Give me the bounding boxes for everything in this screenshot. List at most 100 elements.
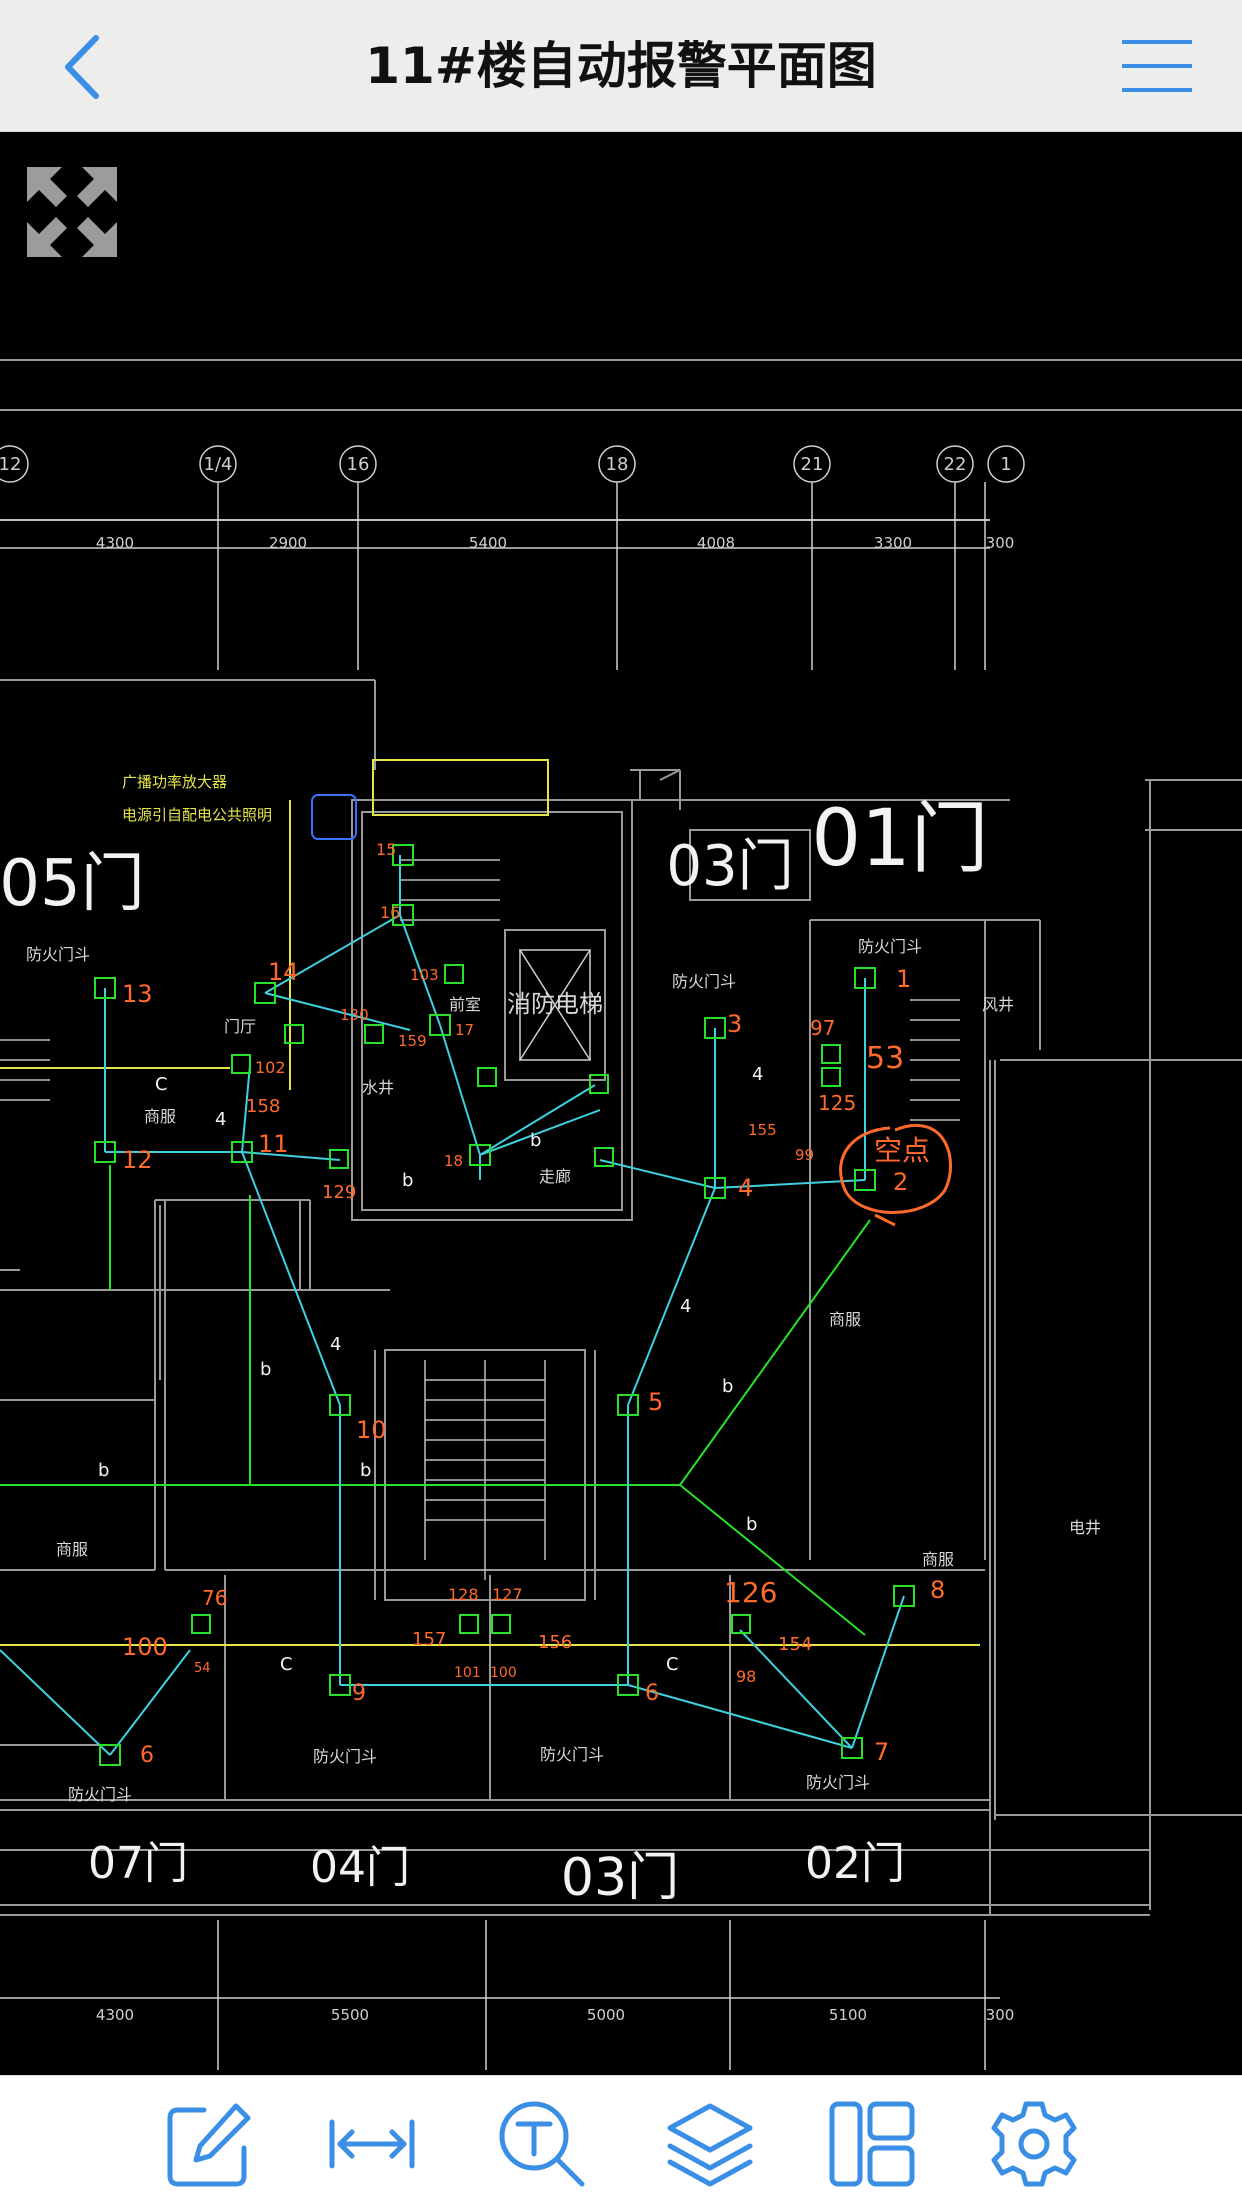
text-search-button[interactable] <box>496 2098 588 2190</box>
svg-text:3300: 3300 <box>874 534 912 552</box>
svg-text:8: 8 <box>930 1576 945 1604</box>
svg-text:11: 11 <box>258 1130 289 1158</box>
svg-text:17: 17 <box>455 1021 474 1039</box>
expand-arrows-icon <box>27 167 117 257</box>
svg-text:03门: 03门 <box>561 1848 679 1908</box>
settings-button[interactable] <box>988 2098 1080 2190</box>
svg-text:5100: 5100 <box>829 2006 867 2024</box>
svg-text:C: C <box>666 1654 679 1675</box>
svg-text:99: 99 <box>795 1146 814 1164</box>
svg-text:门厅: 门厅 <box>224 1017 256 1036</box>
cyan-circuit-lines <box>0 855 905 1756</box>
annotation-circle <box>839 1123 953 1227</box>
svg-text:130: 130 <box>340 1006 369 1024</box>
wall-outlines <box>0 359 1242 1916</box>
svg-text:b: b <box>98 1460 109 1481</box>
measure-distance-icon <box>329 2119 415 2169</box>
fullscreen-button[interactable] <box>22 162 122 262</box>
svg-text:5000: 5000 <box>587 2006 625 2024</box>
svg-text:100: 100 <box>490 1665 517 1681</box>
back-button[interactable] <box>40 24 130 110</box>
svg-text:1: 1 <box>896 965 911 993</box>
svg-text:159: 159 <box>398 1032 427 1050</box>
svg-text:16: 16 <box>380 903 400 922</box>
svg-text:154: 154 <box>778 1634 812 1655</box>
axis-markers <box>0 445 1025 2070</box>
svg-text:C: C <box>280 1654 293 1675</box>
svg-text:4: 4 <box>330 1334 341 1355</box>
svg-text:02门: 02门 <box>805 1838 905 1889</box>
svg-text:防火门斗: 防火门斗 <box>68 1785 132 1804</box>
legend-box <box>0 759 980 1646</box>
svg-text:125: 125 <box>818 1091 856 1115</box>
svg-text:300: 300 <box>986 2006 1015 2024</box>
svg-text:01门: 01门 <box>811 794 988 884</box>
svg-text:54: 54 <box>194 1661 211 1676</box>
green-circuit-lines <box>0 1165 871 1636</box>
bottom-toolbar <box>0 2075 1242 2208</box>
svg-text:21: 21 <box>801 454 824 475</box>
stair-hatch <box>0 859 960 1580</box>
dimension-labels: 4300 2900 5400 4008 3300 300 4300 5500 5… <box>96 534 1014 2024</box>
svg-text:5: 5 <box>648 1388 663 1416</box>
svg-text:10: 10 <box>356 1416 387 1444</box>
layers-button[interactable] <box>664 2098 756 2190</box>
svg-text:14: 14 <box>268 958 299 986</box>
svg-text:9: 9 <box>352 1681 366 1706</box>
svg-text:防火门斗: 防火门斗 <box>540 1745 604 1764</box>
svg-text:1: 1 <box>1000 454 1011 475</box>
layout-button[interactable] <box>826 2098 918 2190</box>
svg-text:12: 12 <box>0 454 21 475</box>
svg-text:商服: 商服 <box>144 1107 176 1126</box>
floor-plan-drawing[interactable]: 12 1/4 16 18 21 22 1 4300 2900 5400 4008… <box>0 132 1242 2075</box>
text-search-icon <box>499 2101 585 2187</box>
svg-text:C: C <box>155 1074 168 1095</box>
svg-text:防火门斗: 防火门斗 <box>806 1773 870 1792</box>
svg-text:b: b <box>360 1460 371 1481</box>
svg-text:15: 15 <box>376 840 396 859</box>
edit-pencil-icon <box>167 2103 251 2187</box>
svg-text:98: 98 <box>736 1667 756 1686</box>
detector-symbols <box>94 844 915 1766</box>
svg-text:127: 127 <box>492 1585 523 1604</box>
svg-text:6: 6 <box>645 1681 659 1706</box>
svg-text:13: 13 <box>122 980 153 1008</box>
svg-text:126: 126 <box>724 1576 777 1609</box>
annotate-button[interactable] <box>164 2098 256 2190</box>
svg-text:300: 300 <box>986 534 1015 552</box>
svg-text:电源引自配电公共照明: 电源引自配电公共照明 <box>122 806 272 824</box>
svg-text:消防电梯: 消防电梯 <box>507 990 603 1018</box>
svg-text:4: 4 <box>752 1064 763 1085</box>
blue-device <box>311 794 357 840</box>
axis-labels: 12 1/4 16 18 21 22 1 <box>0 454 1012 475</box>
svg-text:6: 6 <box>140 1743 154 1768</box>
wire-labels: 4 4 4 4 b b b b b b b C C C <box>98 1064 763 1675</box>
layout-panel-icon <box>829 2101 915 2187</box>
measure-button[interactable] <box>326 2098 418 2190</box>
svg-text:12: 12 <box>122 1146 153 1174</box>
menu-button[interactable] <box>1112 30 1202 102</box>
svg-text:03门: 03门 <box>666 834 793 899</box>
svg-text:53: 53 <box>866 1041 904 1076</box>
svg-text:16: 16 <box>347 454 370 475</box>
drawing-canvas[interactable]: 12 1/4 16 18 21 22 1 4300 2900 5400 4008… <box>0 132 1242 2075</box>
svg-text:防火门斗: 防火门斗 <box>672 972 736 991</box>
svg-text:b: b <box>722 1376 733 1397</box>
svg-text:水井: 水井 <box>362 1078 394 1097</box>
gear-icon <box>991 2101 1077 2187</box>
svg-text:157: 157 <box>412 1629 446 1650</box>
svg-text:128: 128 <box>448 1585 479 1604</box>
svg-text:102: 102 <box>255 1058 286 1077</box>
svg-text:2900: 2900 <box>269 534 307 552</box>
svg-text:158: 158 <box>246 1096 280 1117</box>
svg-text:4300: 4300 <box>96 534 134 552</box>
device-numbers: 15 16 14 13 12 11 10 103 130 159 17 102 … <box>122 840 945 1768</box>
svg-text:b: b <box>530 1130 541 1151</box>
svg-text:156: 156 <box>538 1632 572 1653</box>
annotation-label: 空点 <box>874 1134 930 1167</box>
svg-text:22: 22 <box>944 454 967 475</box>
svg-text:b: b <box>402 1170 413 1191</box>
svg-text:07门: 07门 <box>88 1838 188 1889</box>
hamburger-menu-icon <box>1122 40 1192 92</box>
svg-text:04门: 04门 <box>310 1842 410 1893</box>
